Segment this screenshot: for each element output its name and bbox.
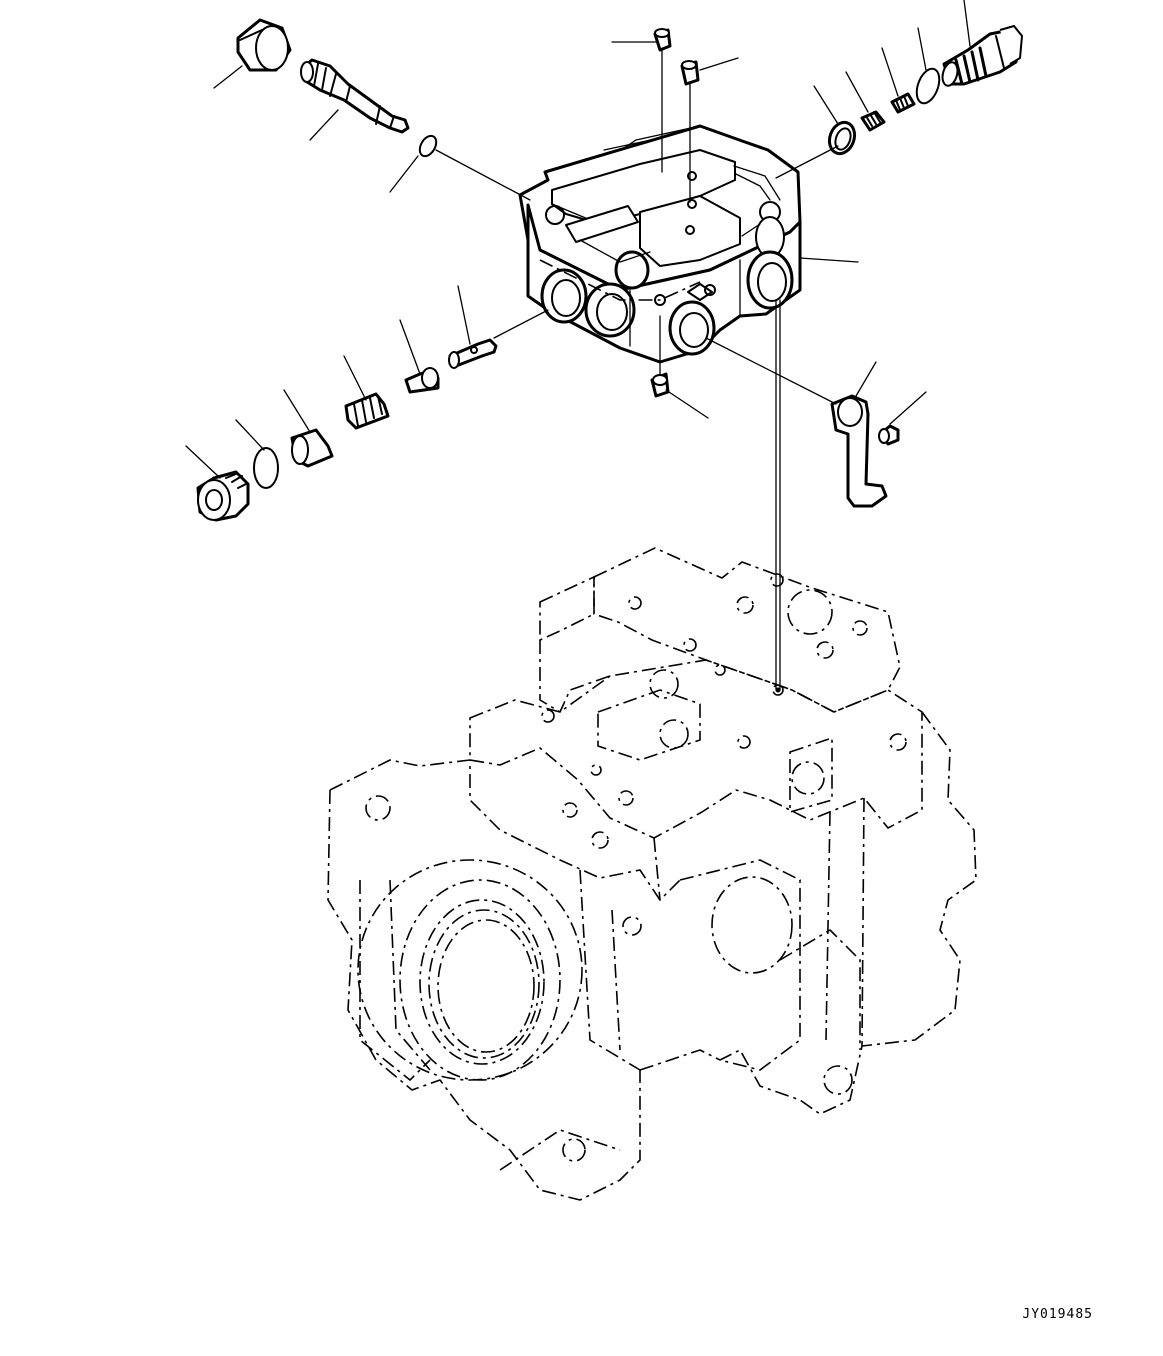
pump-housing-phantom: [327, 547, 977, 1201]
lever-and-bushing-parts: [830, 394, 900, 508]
valve-spool-part: [300, 58, 410, 134]
o-ring-small-part: [418, 134, 438, 158]
control-valve-body: [518, 124, 802, 364]
housing-reference-dots: [775, 687, 781, 693]
hex-nut-part: [236, 18, 292, 72]
left-lower-parts: [196, 338, 498, 522]
leader-lines: [185, 0, 971, 691]
relief-cartridge-parts: [827, 25, 1023, 156]
bottom-plug-part: [650, 372, 670, 398]
drawing-code: JY019485: [1022, 1307, 1093, 1322]
top-plug-parts: [653, 28, 700, 86]
